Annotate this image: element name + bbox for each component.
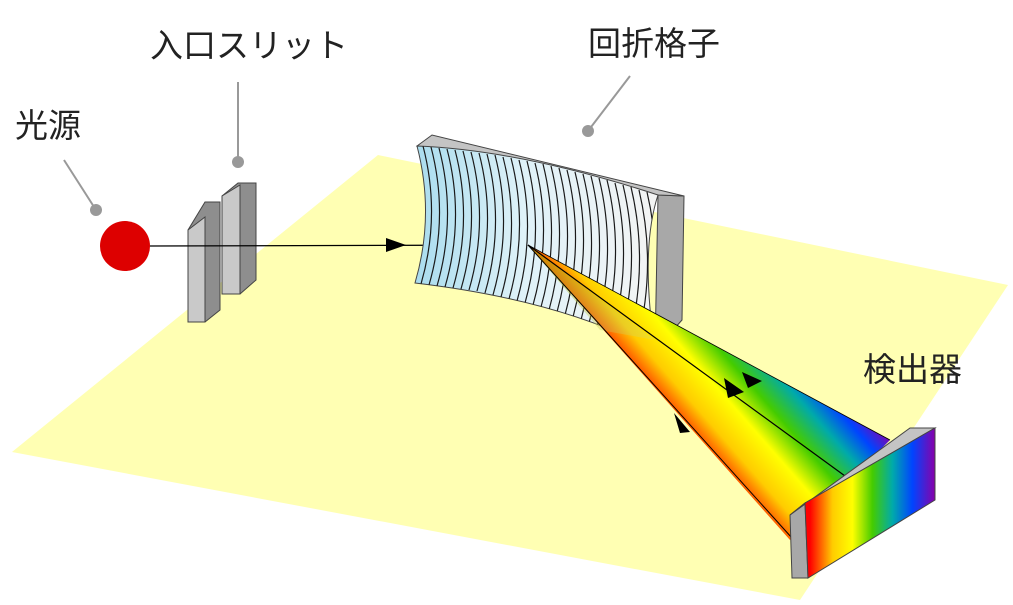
entrance-slit-icon	[187, 182, 257, 323]
diffracted-beam-top	[527, 244, 891, 441]
detector-label: 検出器	[863, 350, 962, 389]
slit-leader-dot	[232, 156, 244, 168]
diffraction-grating-label: 回折格子	[588, 24, 720, 63]
incident-arrow	[386, 238, 406, 252]
light-source-leader-dot	[90, 204, 102, 216]
light-source-icon	[100, 221, 150, 271]
diffracted-arrow-upper	[742, 372, 762, 388]
diffracted-beam-upper	[527, 244, 846, 477]
light-source-label: 光源	[15, 106, 81, 145]
light-source-leader	[63, 159, 97, 211]
diffracted-arrow-middle	[724, 378, 744, 398]
diffracted-arrow-lower	[674, 413, 690, 433]
grating-leader-dot	[582, 125, 594, 137]
diffracted-beam-lower	[527, 244, 793, 539]
entrance-slit-label: 入口スリット	[150, 26, 348, 65]
grating-rulings	[420, 146, 657, 348]
grating-leader	[587, 75, 631, 132]
detector-icon	[789, 427, 937, 579]
